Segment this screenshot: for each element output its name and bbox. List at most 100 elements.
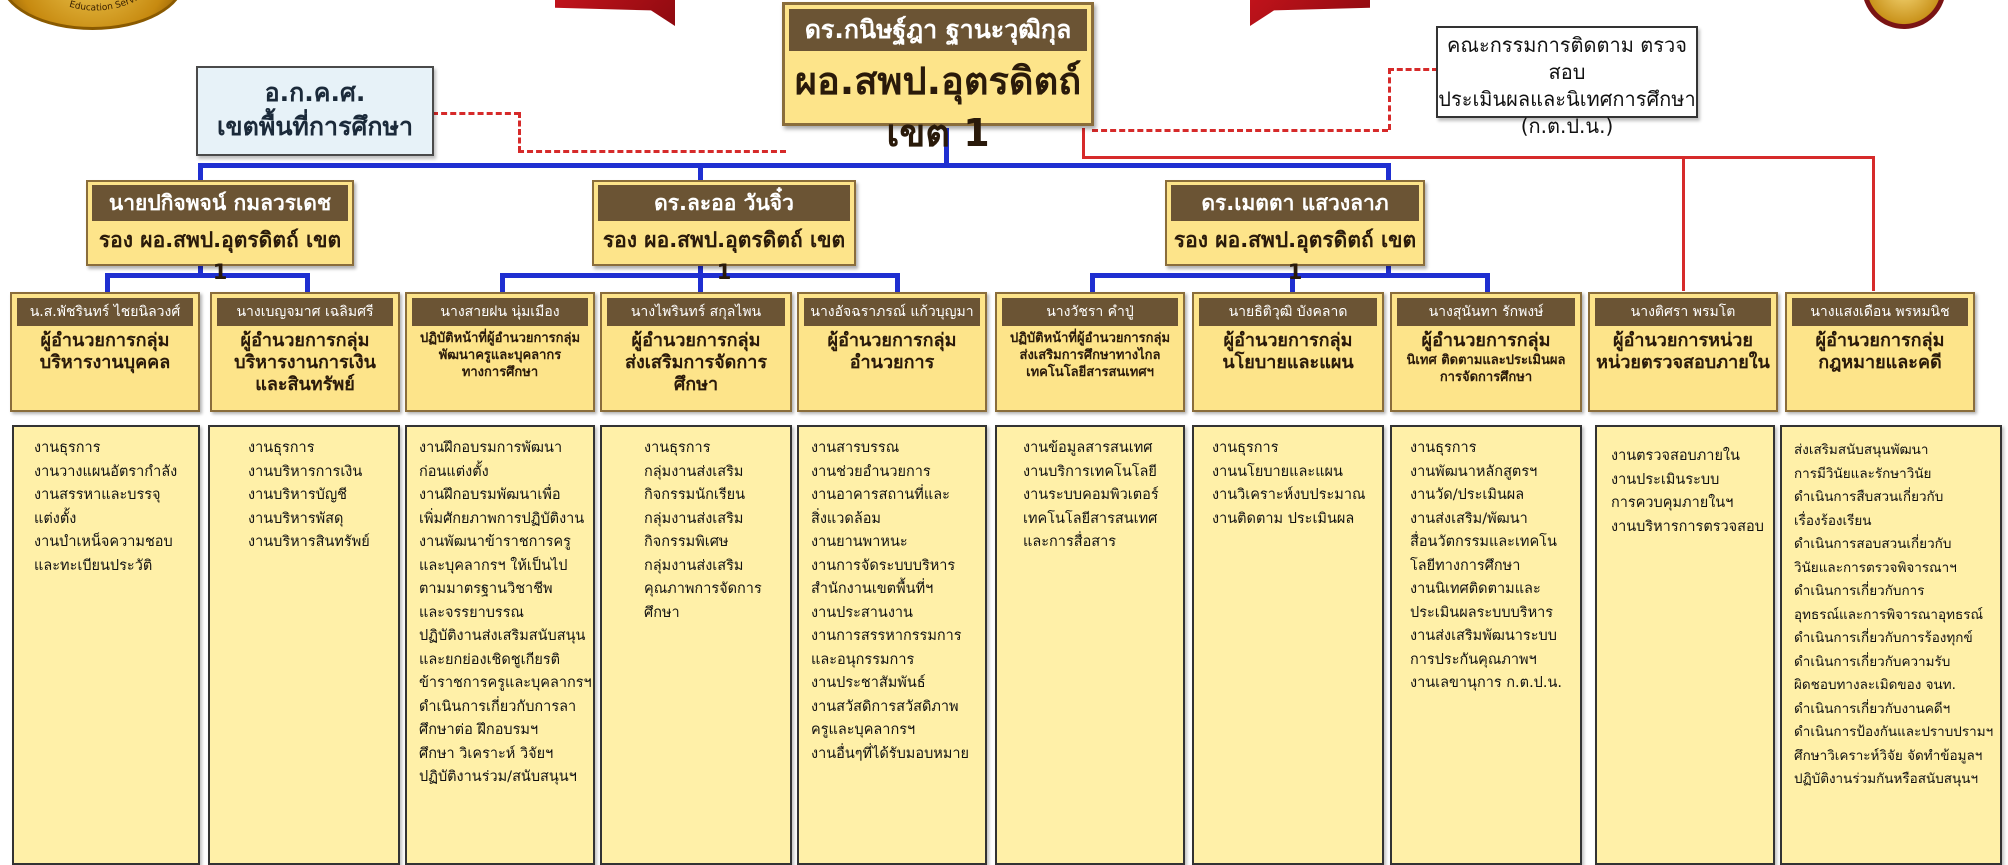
connector-line: [305, 273, 310, 293]
duty-item: ศึกษาวิเคราะห์วิจัย จัดทำข้อมูลฯ: [1794, 747, 1983, 764]
duty-item: กิจกรรมพิเศษ: [644, 534, 729, 550]
duty-item: และบุคลากรฯ ให้เป็นไป: [419, 557, 568, 574]
duty-item: งานวางแผนอัตรากำลัง: [34, 463, 178, 480]
duty-item: การประกันคุณภาพฯ: [1410, 651, 1537, 668]
akks-line2: เขตพื้นที่การศึกษา: [216, 112, 414, 141]
duty-box: งานธุรการงานพัฒนาหลักสูตรฯงานวัด/ประเมิน…: [1390, 425, 1582, 865]
duty-item: ครูและบุคลากรฯ: [811, 722, 916, 738]
duty-list: งานธุรการงานวางแผนอัตรากำลังงานสรรหาและบ…: [34, 437, 198, 578]
group-title-line1: ผู้อำนวยการกลุ่ม: [1815, 330, 1945, 351]
group-title-line2: พัฒนาครูและบุคลากร: [438, 348, 562, 363]
duty-item: วินัยและการตรวจพิจารณาฯ: [1794, 559, 1957, 576]
group-box: นางสุนันทา รักพงษ์ ผู้อำนวยการกลุ่ม นิเท…: [1390, 292, 1582, 412]
duty-item: งานบริหารการตรวจสอบ: [1611, 518, 1764, 535]
group-title-line3: ทางการศึกษา: [461, 365, 539, 380]
committee-line2: ประเมินผลและนิเทศการศึกษา: [1438, 87, 1696, 111]
connector-line: [1090, 273, 1095, 293]
duty-item: และอนุกรรมการ: [811, 651, 915, 668]
group-title-line1: ปฏิบัติหน้าที่ผู้อำนวยการกลุ่ม: [1009, 331, 1171, 346]
duty-item: ดำเนินการสืบสวนเกี่ยวกับ: [1794, 489, 1944, 505]
group-head-name: น.ส.พัชรินทร์ ไชยนิลวงศ์: [17, 298, 193, 326]
deputy-title: รอง ผอ.สพป.อุตรดิตถ์ เขต 1: [98, 228, 342, 284]
duty-item: กลุ่มงานส่งเสริม: [644, 463, 744, 480]
duty-item: สิ่งแวดล้อม: [811, 510, 881, 527]
duty-item: ปฏิบัติงานส่งเสริมสนับสนุน: [419, 628, 586, 644]
dashed-connector: [518, 112, 521, 152]
group-title-line1: ผู้อำนวยการกลุ่ม: [1223, 330, 1353, 351]
connector-line: [105, 273, 310, 278]
group-title-line2: นิเทศ ติดตามและประเมินผล: [1406, 353, 1566, 368]
group-head-name: นางวัชรา คำปู่: [1002, 298, 1178, 326]
duty-item: งานบริหารการเงิน: [248, 463, 363, 480]
duty-item: คุณภาพการจัดการ: [644, 581, 762, 597]
duty-item: การควบคุมภายในฯ: [1611, 495, 1734, 511]
duty-item: ดำเนินการเกี่ยวกับการ: [1794, 583, 1925, 599]
connector-line: [698, 273, 703, 293]
duty-item: ดำเนินการป้องกันและปราบปรามฯ: [1794, 724, 1994, 740]
duty-item: เพิ่มศักยภาพการปฏิบัติงาน: [419, 510, 585, 527]
deputy-name: นายปกิจพจน์ กมลวรเดช: [92, 185, 348, 221]
duty-item: ส่งเสริมสนับสนุนพัฒนา: [1794, 442, 1929, 458]
dashed-connector: [1092, 129, 1388, 132]
connector-line: [105, 273, 110, 293]
duty-item: งานตรวจสอบภายใน: [1611, 448, 1740, 464]
duty-list: งานธุรการกลุ่มงานส่งเสริมกิจกรรมนักเรียน…: [644, 437, 790, 625]
group-title-line3: และสินทรัพย์: [255, 374, 355, 395]
duty-item: งานการจัดระบบบริหาร: [811, 557, 956, 574]
school-emblem-icon: Education Servi: [0, 0, 185, 30]
duty-item: ปฏิบัติงานร่วมกันหรือสนับสนุนฯ: [1794, 771, 1979, 787]
group-head-name: นางไพรินทร์ สกุลไพน: [607, 298, 785, 326]
duty-box: งานข้อมูลสารสนเทศงานบริการเทคโนโลยีงานระ…: [995, 425, 1185, 865]
group-title-line2: อำนวยการ: [849, 352, 935, 373]
duty-item: ดำเนินการเกี่ยวกับการร้องทุกข์: [1794, 630, 1973, 646]
group-head-name: นายธิติวุฒิ บังคลาด: [1199, 298, 1377, 326]
duty-item: งานพัฒนาข้าราชการครู: [419, 534, 571, 550]
connector-line: [1386, 163, 1391, 181]
akks-box: อ.ก.ค.ศ. เขตพื้นที่การศึกษา: [196, 66, 434, 156]
connector-line: [198, 163, 203, 181]
group-title-line2: หน่วยตรวจสอบภายใน: [1596, 352, 1770, 373]
duty-item: ก่อนแต่งตั้ง: [419, 463, 489, 480]
emblem-text: Education Servi: [68, 0, 139, 14]
duty-item: การมีวินัยและรักษาวินัย: [1794, 465, 1932, 482]
duty-item: ศึกษา วิเคราะห์ วิจัยฯ: [419, 745, 554, 762]
duty-item: ดำเนินการเกี่ยวกับความรับ: [1794, 653, 1951, 670]
group-box: นางสายฝน นุ่มเมือง ปฏิบัติหน้าที่ผู้อำนว…: [405, 292, 595, 412]
duty-item: งานสวัสดิการสวัสดิภาพ: [811, 698, 959, 715]
duty-item: งานส่งเสริม/พัฒนา: [1410, 510, 1528, 527]
director-title: ผอ.สพป.อุตรดิตถ์ เขต 1: [794, 59, 1082, 155]
duty-item: งานบำเหน็จความชอบ: [34, 534, 173, 550]
duty-item: งานวิเคราะห์งบประมาณ: [1212, 487, 1366, 503]
duty-item: งานสรรหาและบรรจุ: [34, 487, 161, 503]
connector-line: [698, 163, 703, 181]
duty-item: งานยานพาหนะ: [811, 534, 908, 550]
group-box: นางแสงเดือน พรหมนิช ผู้อำนวยการกลุ่ม กฎห…: [1785, 292, 1975, 412]
group-title-line2: บริหารงานการเงิน: [234, 352, 376, 373]
duty-item: ศึกษาต่อ ฝึกอบรมฯ: [419, 722, 539, 738]
duty-list: งานตรวจสอบภายในงานประเมินระบบการควบคุมภา…: [1611, 445, 1773, 539]
duty-item: อุทธรณ์และการพิจารณาอุทธรณ์: [1794, 606, 1984, 623]
duty-item: เรื่องร้องเรียน: [1794, 512, 1872, 529]
duty-item: งานนิเทศติดตามและ: [1410, 581, 1541, 597]
group-box: นางวัชรา คำปู่ ปฏิบัติหน้าที่ผู้อำนวยการ…: [995, 292, 1185, 412]
duty-item: งานบริหารบัญชี: [248, 487, 348, 503]
connector-line: [1386, 266, 1391, 276]
duty-item: งานติดตาม ประเมินผล: [1212, 510, 1355, 527]
duty-item: งานบริหารสินทรัพย์: [248, 534, 370, 550]
duty-item: งานอาคารสถานที่และ: [811, 487, 950, 503]
duty-item: งานฝึกอบรมการพัฒนา: [419, 440, 563, 456]
duty-item: ประเมินผลระบบบริหาร: [1410, 604, 1554, 621]
group-title-line1: ผู้อำนวยการกลุ่ม: [1421, 330, 1551, 351]
connector-line: [895, 273, 900, 293]
committee-box: คณะกรรมการติดตาม ตรวจสอบ ประเมินผลและนิเ…: [1436, 26, 1698, 138]
duty-box: งานธุรการงานบริหารการเงินงานบริหารบัญชีง…: [208, 425, 400, 865]
ribbon-left-decoration: [555, 0, 675, 26]
ministry-seal-icon: [1862, 0, 1946, 29]
duty-list: งานข้อมูลสารสนเทศงานบริการเทคโนโลยีงานระ…: [1023, 437, 1183, 555]
duty-item: และการสื่อสาร: [1023, 534, 1117, 550]
connector-line: [198, 163, 1390, 168]
duty-item: งานวัด/ประเมินผล: [1410, 487, 1525, 503]
duty-item: งานบริการเทคโนโลยี: [1023, 463, 1157, 480]
director-box: ดร.กนิษฐ์ฎา ฐานะวุฒิกุล ผอ.สพป.อุตรดิตถ์…: [782, 2, 1094, 155]
group-box: นางไพรินทร์ สกุลไพน ผู้อำนวยการกลุ่ม ส่ง…: [600, 292, 792, 412]
